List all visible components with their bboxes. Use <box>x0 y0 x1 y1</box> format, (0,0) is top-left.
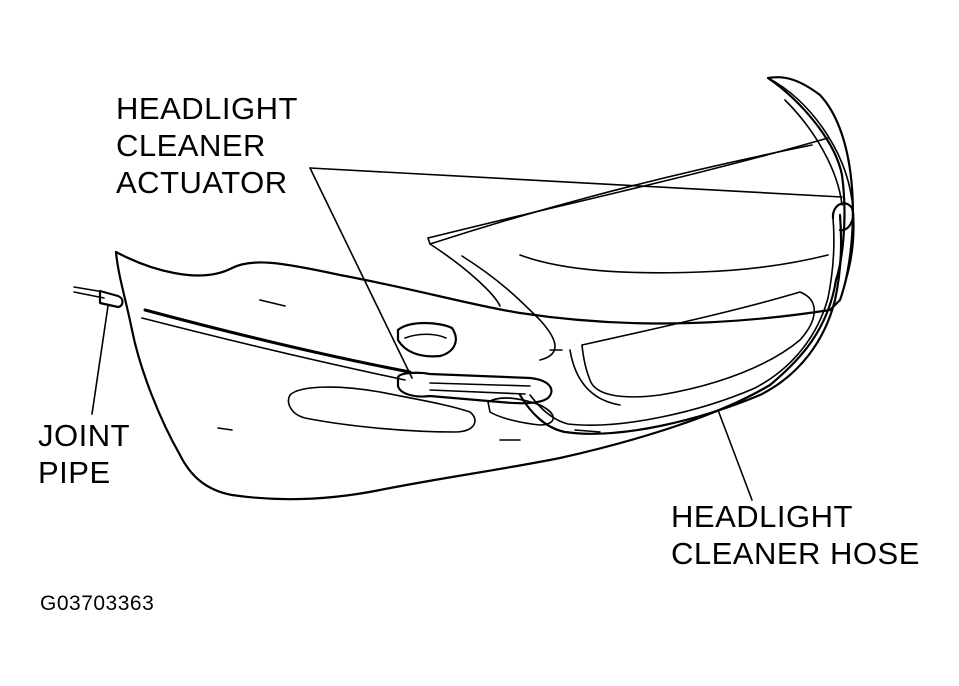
hose-end-loop <box>831 202 855 232</box>
label-line: ACTUATOR <box>116 165 288 200</box>
upper-panel-top <box>427 137 829 239</box>
headlight-crease <box>461 254 829 361</box>
grille-inner <box>569 349 621 406</box>
bumper-side-contour <box>767 77 855 301</box>
cleaner-hose <box>518 213 843 435</box>
cleaner-hose-inner <box>529 217 835 426</box>
leader-hose <box>717 409 753 501</box>
headlight-cleaner-hose-label: HEADLIGHT CLEANER HOSE <box>671 498 920 572</box>
leader-actuator-to-nozzle <box>309 167 843 198</box>
fog-lamp-opening <box>287 386 476 433</box>
lower-center-opening <box>487 397 554 426</box>
grille-opening <box>581 291 815 398</box>
nozzle-bracket-inner <box>404 333 447 339</box>
bumper-outline <box>114 76 854 501</box>
bumper-side-contour-2 <box>784 99 843 206</box>
actuator-housing <box>396 371 553 405</box>
label-line: JOINT <box>38 418 131 453</box>
headlight-cleaner-actuator-label: HEADLIGHT CLEANER ACTUATOR <box>116 90 298 201</box>
joint-pipe-body <box>98 289 124 309</box>
upper-molding-strip <box>143 308 412 374</box>
upper-panel <box>427 144 813 307</box>
leader-joint-pipe <box>91 305 109 415</box>
joint-pipe-label: JOINT PIPE <box>38 417 130 491</box>
label-line: HEADLIGHT <box>116 91 298 126</box>
figure-code: G03703363 <box>40 592 155 615</box>
label-line: CLEANER <box>116 128 266 163</box>
leader-actuator-to-housing <box>309 167 413 379</box>
label-line: PIPE <box>38 455 111 490</box>
upper-molding-strip-inner <box>141 317 406 381</box>
surface-dashes <box>217 299 601 441</box>
label-line: CLEANER HOSE <box>671 536 920 571</box>
nozzle-bracket <box>396 321 457 358</box>
actuator-slot <box>429 382 531 395</box>
label-line: HEADLIGHT <box>671 499 853 534</box>
